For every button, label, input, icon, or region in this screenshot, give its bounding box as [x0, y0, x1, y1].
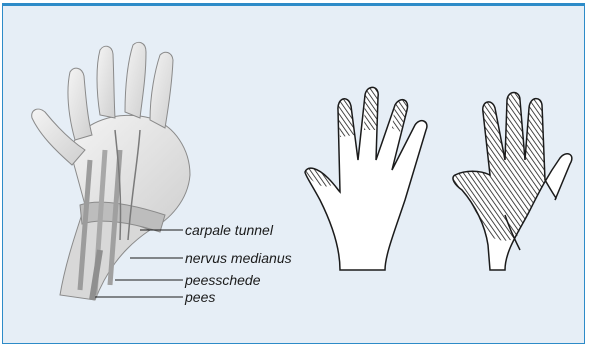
anatomical-finger-middle	[97, 46, 115, 118]
anatomical-hand-illustration	[32, 42, 190, 300]
dorsal-middle-shading	[364, 87, 378, 130]
sensory-hand-diagrams	[305, 87, 572, 270]
hand-palmar-view	[453, 93, 572, 271]
dorsal-index-shading	[338, 99, 355, 137]
anatomical-finger-little	[150, 52, 173, 128]
label-tendon-sheath: peesschede	[185, 272, 261, 288]
label-carpal-tunnel: carpale tunnel	[185, 222, 273, 238]
palmar-sensory-area	[453, 93, 545, 241]
anatomical-finger-ring	[125, 42, 146, 118]
label-tendon: pees	[185, 289, 215, 305]
label-median-nerve: nervus medianus	[185, 250, 292, 266]
hand-dorsal-view	[305, 87, 427, 270]
anatomical-finger-index	[68, 68, 92, 140]
